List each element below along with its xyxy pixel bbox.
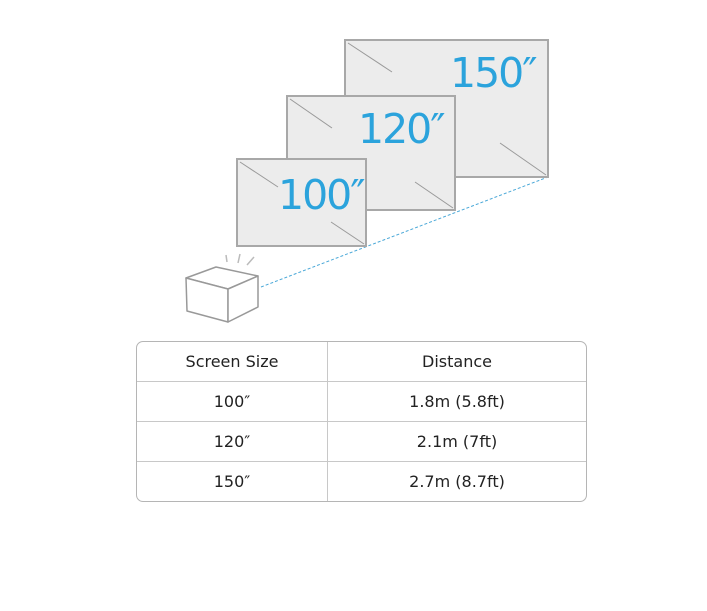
cell-screen-size: 150″ [137,462,328,501]
distance-table: Screen Size Distance 100″ 1.8m (5.8ft) 1… [136,341,587,502]
table-header-row: Screen Size Distance [137,342,586,382]
header-screen-size: Screen Size [137,342,328,382]
table-row: 120″ 2.1m (7ft) [137,422,586,462]
cell-screen-size: 120″ [137,422,328,462]
cell-distance: 2.1m (7ft) [328,422,586,462]
cell-distance: 1.8m (5.8ft) [328,382,586,422]
projector-icon [185,253,259,323]
screen-120-label: 120″ [358,105,445,153]
projection-diagram: 150″ 120″ 100″ [185,39,549,323]
header-distance: Distance [328,342,586,382]
cell-screen-size: 100″ [137,382,328,422]
cell-distance: 2.7m (8.7ft) [409,472,505,491]
screen-150-label: 150″ [450,49,537,97]
screen-120: 120″ [286,95,456,211]
table-row: 100″ 1.8m (5.8ft) [137,382,586,422]
projection-line [260,176,549,288]
screen-100: 100″ [236,158,367,247]
table-row: 150″ 2.7m (8.7ft) [137,462,586,501]
screen-100-label: 100″ [278,171,365,219]
